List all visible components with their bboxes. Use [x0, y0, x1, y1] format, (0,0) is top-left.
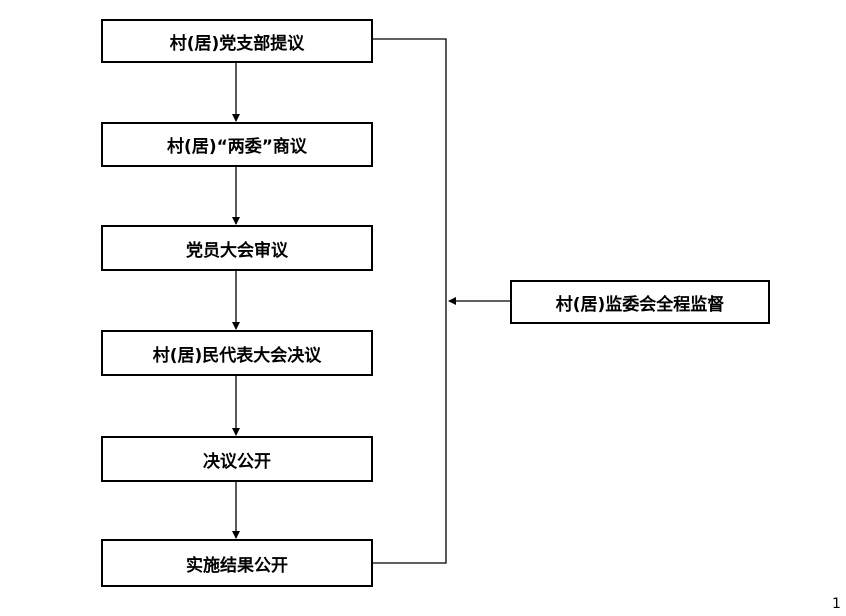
supervision-committee-box: 村(居)监委会全程监督	[510, 280, 770, 324]
supervision-bracket	[373, 38, 447, 564]
step-result-disclosure: 实施结果公开	[101, 539, 373, 587]
page-number: 1	[832, 596, 841, 612]
step-party-branch-proposal: 村(居)党支部提议	[101, 19, 373, 63]
step-party-member-review: 党员大会审议	[101, 225, 373, 271]
step-representatives-resolution: 村(居)民代表大会决议	[101, 330, 373, 376]
step-two-committees-discussion: 村(居)“两委”商议	[101, 122, 373, 167]
step-resolution-disclosure: 决议公开	[101, 436, 373, 482]
